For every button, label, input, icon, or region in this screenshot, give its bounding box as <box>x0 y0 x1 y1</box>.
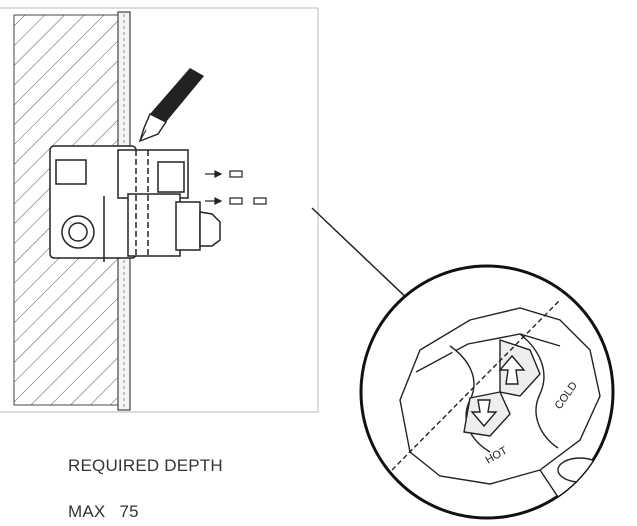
max-value: 75 <box>119 502 139 521</box>
cutter-icon <box>138 68 204 143</box>
max-label: MAX <box>68 502 106 521</box>
valve-body <box>49 145 221 262</box>
screw-arrows <box>205 170 267 205</box>
required-depth-label: REQUIRED DEPTH <box>68 456 223 475</box>
max-depth-row: MAX 75 <box>68 502 153 522</box>
magnifier-detail: HOT COLD <box>359 264 615 520</box>
